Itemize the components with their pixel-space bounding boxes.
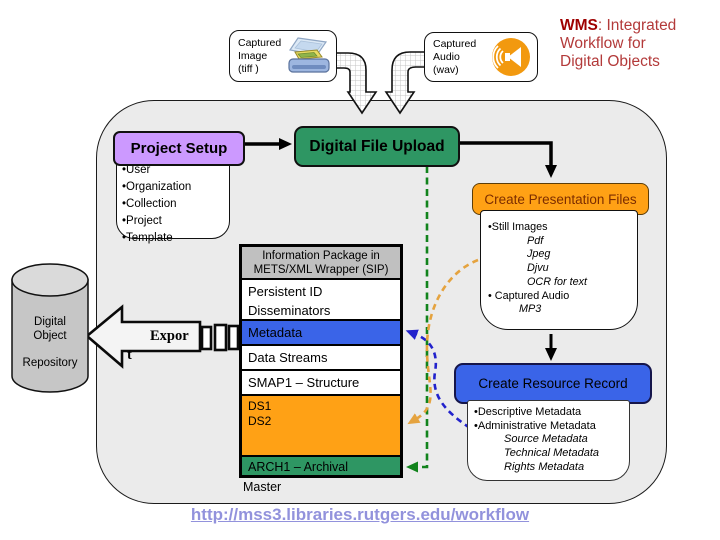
list-item: Pdf	[527, 234, 544, 247]
repository-label: Digital Object	[33, 316, 67, 342]
slide-title: WMS: Integrated Workflow for Digital Obj…	[560, 17, 718, 71]
digital-file-upload-box: Digital File Upload	[294, 126, 460, 167]
smap-segment: SMAP1 – Structure	[242, 369, 400, 394]
ds2-label: DS2	[248, 414, 272, 428]
ds-segment: DS1 DS2	[242, 394, 400, 455]
list-item: •Template	[122, 232, 173, 244]
arch-segment: ARCH1 – Archival	[242, 455, 400, 475]
metadata-segment: Metadata	[242, 319, 400, 344]
resource-record-list: •Descriptive Metadata •Administrative Me…	[467, 400, 630, 481]
list-item: Technical Metadata	[504, 447, 599, 460]
list-item: MP3	[519, 303, 542, 316]
export-label: t	[127, 347, 132, 363]
create-presentation-files-box: Create Presentation Files	[472, 183, 649, 215]
captured-image-format: (tiff )	[238, 62, 259, 75]
title-line1: : Integrated	[597, 17, 677, 34]
list-item: •Project	[122, 215, 162, 227]
export-label: Expor	[150, 328, 189, 344]
title-line3: Digital Objects	[560, 53, 660, 70]
project-setup-list: •User •Organization •Collection •Project…	[116, 157, 230, 244]
disseminators-label: Disseminators	[248, 303, 331, 318]
presentation-files-list: •Still Images Pdf Jpeg Djvu OCR for text…	[480, 210, 638, 330]
list-item: Djvu	[527, 262, 549, 275]
scanner-icon	[288, 37, 330, 73]
arch-master-label: Master	[243, 480, 282, 494]
list-item: •User	[122, 164, 151, 176]
list-item: Rights Metadata	[504, 460, 585, 473]
sip-header-line2: METS/XML Wrapper (SIP)	[253, 264, 389, 276]
title-line2: Workflow for	[560, 35, 646, 52]
list-item: OCR for text	[527, 275, 587, 288]
sip-header-line1: Information Package in	[262, 250, 380, 262]
ds1-label: DS1	[248, 399, 272, 413]
title-brand: WMS	[560, 17, 598, 34]
list-item: Jpeg	[527, 248, 551, 261]
repository-label: Repository	[22, 357, 78, 369]
workflow-url-link[interactable]: http://mss3.libraries.rutgers.edu/workfl…	[190, 505, 530, 524]
captured-image-label: Captured	[238, 36, 282, 49]
list-item: Source Metadata	[504, 433, 588, 446]
list-item: •Collection	[122, 198, 177, 210]
persistent-id-label: Persistent ID	[248, 284, 323, 299]
captured-audio-box: Captured Audio (wav)	[424, 32, 538, 82]
captured-audio-label: Captured	[433, 37, 477, 50]
project-setup-box: Project Setup	[113, 131, 245, 166]
data-streams-segment: Data Streams	[242, 344, 400, 369]
list-item: •Still Images	[488, 221, 548, 233]
sip-package-stack: Information Package in METS/XML Wrapper …	[239, 244, 403, 478]
list-item: • Captured Audio	[488, 289, 570, 302]
sip-header: Information Package in METS/XML Wrapper …	[242, 247, 400, 278]
list-item: •Descriptive Metadata	[474, 406, 582, 418]
list-item: •Administrative Metadata	[474, 419, 596, 432]
speaker-icon	[492, 38, 530, 76]
list-item: •Organization	[122, 181, 192, 193]
captured-audio-label: Audio	[433, 50, 460, 63]
persistent-id-segment: Persistent ID Disseminators	[242, 278, 400, 319]
captured-image-label: Image	[238, 49, 268, 62]
captured-audio-format: (wav)	[433, 63, 459, 76]
captured-image-box: Captured Image (tiff )	[229, 30, 337, 82]
create-resource-record-box: Create Resource Record	[454, 363, 652, 404]
